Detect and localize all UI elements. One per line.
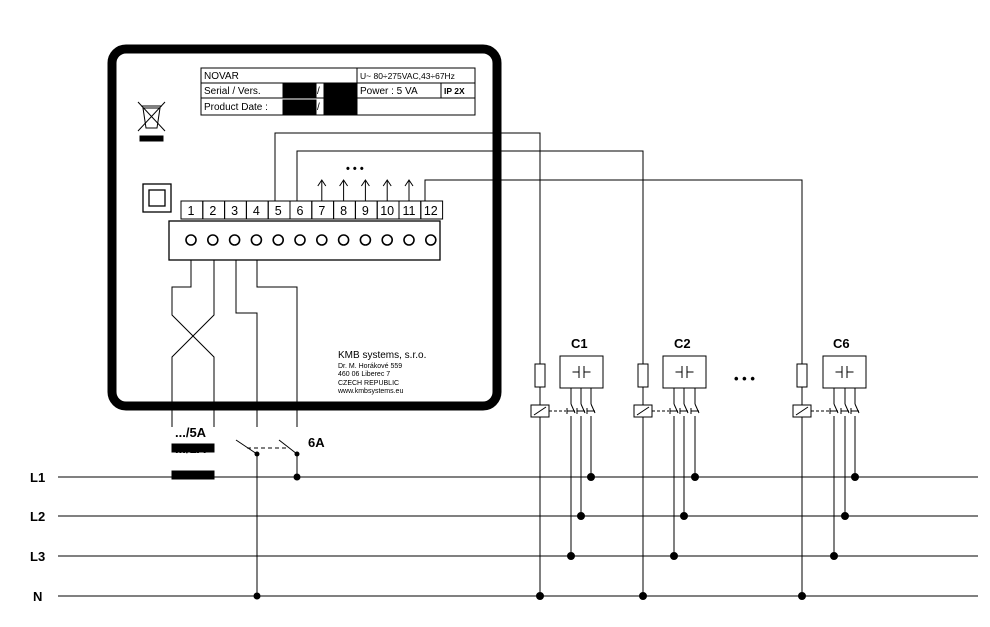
manufacturer-address1: Dr. M. Horákové 559 xyxy=(338,363,402,370)
terminal-number: 5 xyxy=(275,204,282,218)
fuse-rating-label: 6A xyxy=(308,435,325,450)
ip-label: IP 2X xyxy=(444,86,465,96)
label-L1: L1 xyxy=(30,470,45,485)
junction-dot xyxy=(798,592,806,600)
output-arrow-icon xyxy=(317,179,327,201)
ct-label-1a: .../1A xyxy=(175,441,207,456)
junction-dot xyxy=(577,512,585,520)
junction-dot xyxy=(639,592,647,600)
terminal-screw xyxy=(315,234,328,246)
capacitor-box xyxy=(559,355,604,389)
outputs-ellipsis: • • • xyxy=(346,163,364,175)
double-insulation-icon xyxy=(142,183,172,213)
weee-bin-icon xyxy=(137,101,166,142)
capacitor-label-c1: C1 xyxy=(571,336,588,351)
ct-wiring xyxy=(171,260,215,480)
fuse-icon xyxy=(534,363,546,388)
junction-dot xyxy=(670,552,678,560)
terminal-screw xyxy=(272,234,285,246)
manufacturer-address2: 460 06 Liberec 7 xyxy=(338,371,390,378)
control-wiring xyxy=(274,132,803,364)
terminal-screw xyxy=(207,234,219,246)
terminal-number: 6 xyxy=(297,204,304,218)
terminal-screw xyxy=(228,234,241,246)
junction-dot xyxy=(567,552,575,560)
rating-label: U~ 80÷275VAC,43÷67Hz xyxy=(360,71,455,81)
ct-core-bottom xyxy=(171,470,215,480)
capacitor-box xyxy=(822,355,867,389)
manufacturer-name: KMB systems, s.r.o. xyxy=(338,350,426,361)
terminal-number: 7 xyxy=(318,204,325,218)
junction-dot xyxy=(851,473,859,481)
nameplate xyxy=(200,67,476,116)
terminal-number: 8 xyxy=(340,204,347,218)
junction-dot xyxy=(294,451,300,457)
terminal-number: 2 xyxy=(209,204,216,218)
power-label: Power : 5 VA xyxy=(360,86,418,97)
ct-core-top xyxy=(171,443,215,453)
junction-dot xyxy=(293,473,301,481)
manufacturer-country: CZECH REPUBLIC xyxy=(338,380,399,387)
fuse-icon xyxy=(796,363,808,388)
junction-dot xyxy=(536,592,544,600)
terminal-label-box xyxy=(420,200,444,220)
junction-dot xyxy=(587,473,595,481)
slash-serial: / xyxy=(317,86,320,97)
terminal-screw xyxy=(381,234,394,246)
capacitor-label-c2: C2 xyxy=(674,336,691,351)
slash-date: / xyxy=(317,102,320,113)
junction-dot xyxy=(691,473,699,481)
terminal-number: 10 xyxy=(380,204,394,218)
output-arrow-icon xyxy=(404,179,414,201)
capacitor-label-c6: C6 xyxy=(833,336,850,351)
stages-ellipsis: • • • xyxy=(734,371,755,386)
terminal-screw xyxy=(337,234,350,246)
fuse-icon xyxy=(637,363,649,388)
terminal-screw xyxy=(294,234,306,246)
output-arrow-icon xyxy=(339,179,349,201)
manufacturer-web: www.kmbsystems.eu xyxy=(337,388,403,395)
junction-dot xyxy=(841,512,849,520)
junction-dot xyxy=(253,592,261,600)
serial-label: Serial / Vers. xyxy=(204,86,261,97)
voltage-wiring xyxy=(235,260,298,596)
terminal-screw xyxy=(185,234,197,246)
label-L3: L3 xyxy=(30,549,45,564)
instrument-housing xyxy=(107,44,502,411)
terminal-screws xyxy=(185,234,437,246)
terminal-screw xyxy=(359,234,372,246)
ct-label-5a: .../5A xyxy=(175,425,207,440)
junction-dot xyxy=(830,552,838,560)
brand-label: NOVAR xyxy=(204,71,239,82)
terminal-number: 9 xyxy=(362,204,369,218)
terminal-screw xyxy=(250,234,263,246)
terminal-screw xyxy=(424,234,437,246)
terminal-number: 3 xyxy=(231,204,238,218)
terminal-number: 1 xyxy=(188,204,195,218)
terminal-block xyxy=(168,220,441,261)
capacitor-stage xyxy=(792,355,867,600)
phase-lines xyxy=(58,476,978,597)
capacitor-box xyxy=(662,355,707,389)
label-N: N xyxy=(33,589,42,604)
output-arrow-icon xyxy=(360,179,370,201)
terminal-label-strip xyxy=(180,200,444,220)
terminal-number: 11 xyxy=(403,204,416,218)
capacitor-stages xyxy=(530,355,867,600)
product-date-label: Product Date : xyxy=(204,102,268,113)
terminal-number: 4 xyxy=(253,204,260,218)
terminal-number: 12 xyxy=(424,204,438,218)
capacitor-stage xyxy=(530,355,604,600)
terminal-screw xyxy=(403,234,415,246)
junction-dot xyxy=(680,512,688,520)
output-arrow-icon xyxy=(382,179,392,201)
junction-dot xyxy=(254,451,260,457)
output-arrows xyxy=(317,179,414,201)
label-L2: L2 xyxy=(30,509,45,524)
capacitor-stage xyxy=(633,355,707,600)
